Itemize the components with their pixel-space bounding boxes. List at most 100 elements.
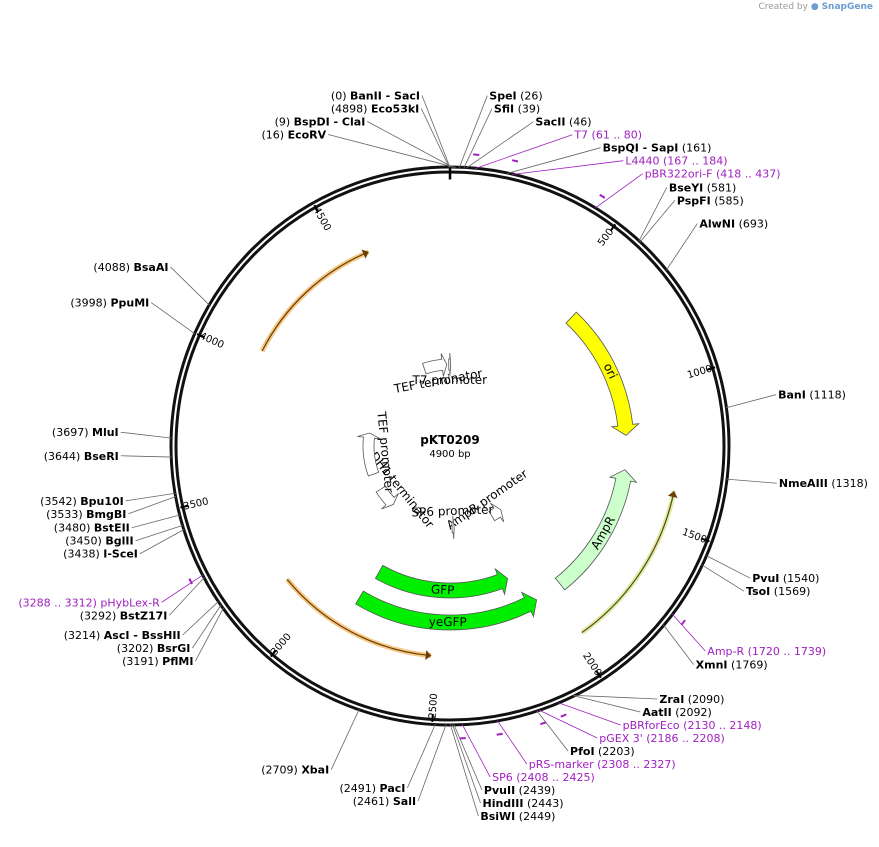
site-position: (39) bbox=[514, 103, 540, 116]
tick-mark bbox=[196, 333, 205, 339]
plasmid-name: pKT0209 bbox=[420, 433, 479, 447]
site-name: BstEII bbox=[94, 522, 130, 535]
credit-brand: SnapGene bbox=[821, 2, 873, 12]
site-leader-line bbox=[458, 95, 488, 168]
site-leader-line bbox=[701, 564, 745, 592]
credit-prefix: Created by bbox=[758, 2, 808, 12]
feature-label-gfp: GFP bbox=[431, 582, 455, 597]
site-position: (581) bbox=[703, 181, 736, 194]
primer-mark bbox=[560, 713, 567, 718]
feature-arrow-sp6-promoter bbox=[451, 515, 455, 539]
site-leader-line bbox=[170, 266, 210, 306]
site-leader-line bbox=[120, 431, 172, 439]
site-name: TsoI bbox=[746, 585, 770, 598]
site-name: BanII - SacI bbox=[350, 90, 420, 103]
tick-label: 500 bbox=[596, 227, 616, 249]
site-label-bglii: (3450) BglII bbox=[65, 535, 133, 548]
outer-arc-band bbox=[259, 249, 370, 353]
site-leader-line bbox=[406, 723, 436, 789]
site-label-pvuii: PvuII (2439) bbox=[484, 784, 555, 797]
site-leader-line bbox=[125, 492, 176, 502]
primer-mark bbox=[680, 619, 686, 626]
feature-label-yegfp: yeGFP bbox=[429, 615, 467, 629]
snapgene-credit: Created by ● SnapGene bbox=[758, 2, 873, 12]
tick-label: 3500 bbox=[183, 496, 210, 512]
site-position: (3697) bbox=[52, 426, 92, 439]
site-labels: (0) BanII - SacI(4898) Eco53kI(9) BspDI … bbox=[18, 90, 868, 824]
feature-arrow-ampr-promoter bbox=[488, 502, 505, 523]
site-name: BsiWI bbox=[480, 810, 515, 823]
site-name: MluI bbox=[92, 426, 119, 439]
primer-name: pHybLex-R bbox=[100, 596, 160, 609]
site-label-sfii: SfiI (39) bbox=[494, 103, 540, 116]
primer-position: (418 .. 437) bbox=[712, 168, 780, 181]
primer-leader-line bbox=[511, 160, 624, 175]
site-position: (3191) bbox=[122, 655, 162, 668]
site-leader-line bbox=[367, 121, 454, 168]
site-label-banii-saci: (0) BanII - SacI bbox=[331, 90, 420, 103]
site-name: SalI bbox=[393, 795, 416, 808]
site-label-xmni: XmnI (1769) bbox=[696, 659, 768, 672]
site-label-i-scei: (3438) I-SceI bbox=[63, 548, 138, 561]
site-leader-line bbox=[663, 624, 694, 665]
site-leader-line bbox=[506, 147, 601, 174]
site-label-alwni: AlwNI (693) bbox=[699, 218, 768, 231]
primer-label-amp-r: Amp-R (1720 .. 1739) bbox=[707, 645, 826, 658]
site-leader-line bbox=[328, 134, 456, 168]
site-label-sali: (2461) SalI bbox=[353, 795, 416, 808]
feature-arrow-gfp bbox=[374, 564, 509, 599]
site-label-bsiwi: BsiWI (2449) bbox=[480, 810, 555, 823]
site-name: PvuI bbox=[752, 572, 779, 585]
tick-mark bbox=[595, 670, 602, 679]
site-position: (2491) bbox=[339, 782, 379, 795]
site-label-nmeaiii: NmeAIII (1318) bbox=[779, 477, 868, 490]
site-name: PvuII bbox=[484, 784, 515, 797]
site-position: (3644) bbox=[44, 450, 84, 463]
site-leader-line bbox=[705, 555, 751, 579]
primer-leader-line bbox=[474, 134, 573, 169]
site-name: AatII bbox=[642, 706, 671, 719]
site-name: SpeI bbox=[489, 90, 516, 103]
outer-arc-line bbox=[581, 490, 675, 634]
site-name: BseYI bbox=[669, 181, 703, 194]
site-label-bseyi: BseYI (581) bbox=[669, 181, 737, 194]
site-name: EcoRV bbox=[288, 129, 327, 142]
primer-leader-line bbox=[671, 613, 706, 652]
site-name: PfoI bbox=[570, 745, 595, 758]
site-leader-line bbox=[449, 724, 479, 817]
primer-name: pRS-marker bbox=[529, 758, 594, 771]
site-position: (3998) bbox=[70, 297, 110, 310]
site-name: BseRI bbox=[84, 450, 119, 463]
site-label-bpu10i: (3542) Bpu10I bbox=[40, 495, 124, 508]
site-leader-line bbox=[452, 724, 481, 804]
site-name: NmeAIII bbox=[779, 477, 828, 490]
primer-name: pBRforEco bbox=[623, 719, 680, 732]
site-position: (693) bbox=[735, 218, 768, 231]
site-position: (9) bbox=[275, 116, 294, 129]
site-leader-line bbox=[192, 604, 222, 649]
site-position: (2461) bbox=[353, 795, 393, 808]
site-label-sacii: SacII (46) bbox=[535, 116, 591, 129]
site-leader-line bbox=[639, 200, 676, 243]
site-name: BglII bbox=[105, 535, 133, 548]
site-name: SfiI bbox=[494, 103, 514, 116]
outer-arc-band bbox=[580, 490, 677, 635]
site-position: (3438) bbox=[63, 548, 103, 561]
site-position: (2443) bbox=[523, 797, 563, 810]
site-leader-line bbox=[135, 524, 184, 542]
site-position: (161) bbox=[678, 142, 711, 155]
primer-mark bbox=[599, 193, 606, 199]
primer-position: (2186 .. 2208) bbox=[643, 732, 725, 745]
tick-mark bbox=[609, 223, 617, 232]
primer-position: (167 .. 184) bbox=[660, 155, 728, 168]
site-label-bani: BanI (1118) bbox=[778, 389, 846, 402]
site-leader-line bbox=[726, 478, 777, 484]
site-position: (3542) bbox=[40, 495, 80, 508]
site-label-ecorv: (16) EcoRV bbox=[262, 129, 327, 142]
site-leader-line bbox=[725, 394, 777, 409]
primer-label-pbrforeco: pBRforEco (2130 .. 2148) bbox=[623, 719, 762, 732]
site-leader-line bbox=[665, 223, 698, 271]
site-leader-line bbox=[536, 710, 569, 752]
